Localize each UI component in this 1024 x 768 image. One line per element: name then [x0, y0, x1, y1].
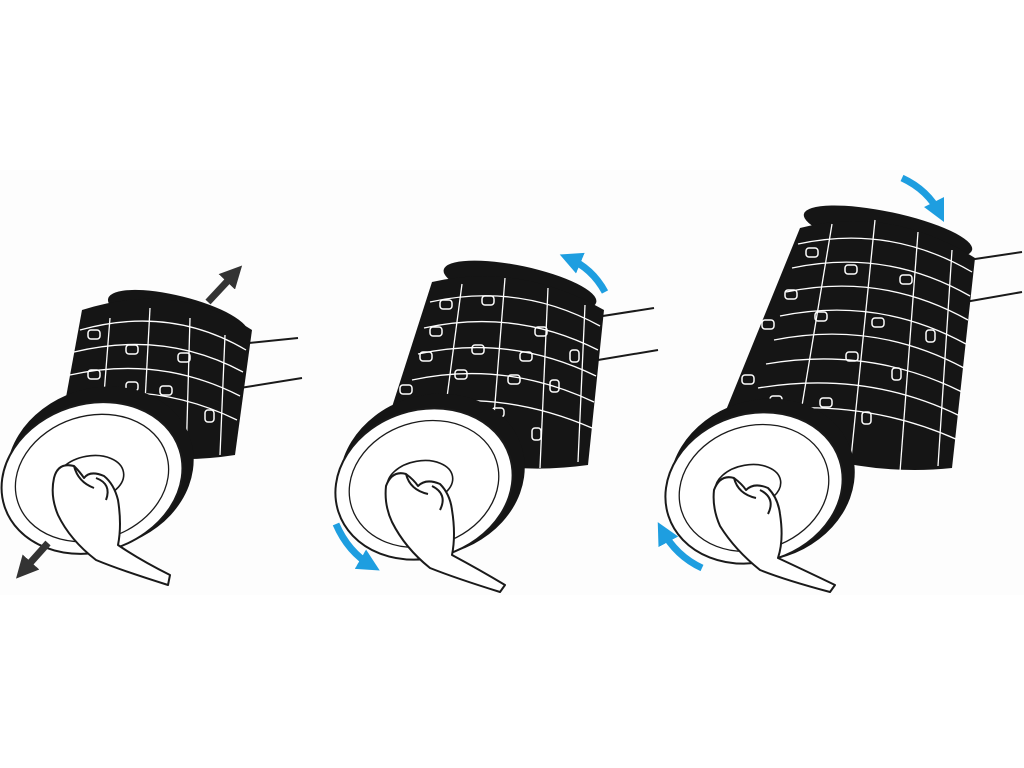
- step-1-hand: [51, 464, 171, 586]
- step-2-stool-body: [384, 260, 604, 469]
- step-3-illustration: [657, 174, 1023, 593]
- step-2-hand: [384, 472, 506, 593]
- pull-down-arrow-icon: [16, 540, 51, 579]
- rotate-down-arrow-icon: [332, 522, 380, 571]
- rotate-up-arrow-icon: [559, 252, 609, 294]
- step-3-hand: [712, 476, 836, 593]
- rotate-up-left-arrow-icon: [657, 522, 704, 572]
- step-2-illustration: [332, 252, 659, 593]
- pull-out-arrow-icon: [205, 265, 243, 305]
- step-1-illustration: [0, 265, 303, 586]
- rotate-down-right-arrow-icon: [900, 174, 945, 223]
